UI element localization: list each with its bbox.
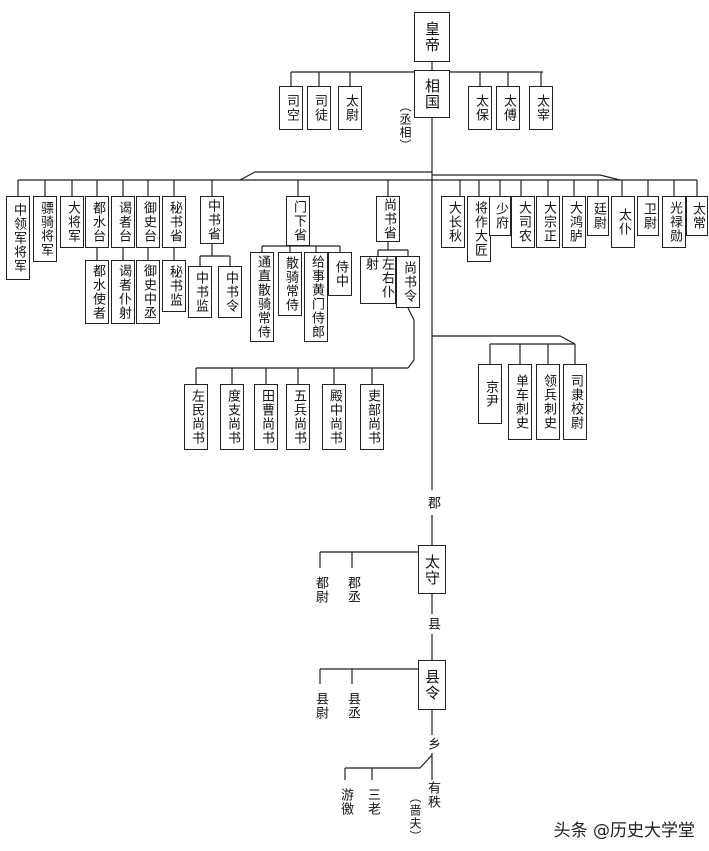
node-huangdi: 皇帝 — [414, 12, 450, 62]
node-dianzhong: 殿中尚书 — [322, 384, 346, 450]
node-taichang: 太常 — [686, 196, 708, 236]
watermark: 头条 @历史大学堂 — [553, 821, 695, 841]
node-dachangqiu: 大长秋 — [441, 196, 465, 248]
node-zhongshuling: 中书令 — [218, 266, 242, 318]
node-tiancao: 田曹尚书 — [254, 384, 278, 450]
node-xianwei: 县尉 — [310, 684, 330, 728]
node-taibao: 太保 — [468, 86, 492, 130]
node-yezhetai: 谒者台 — [111, 196, 135, 248]
node-tingwei: 廷尉 — [587, 196, 609, 236]
node-zuomin: 左民尚书 — [184, 384, 208, 450]
node-sanqi: 散骑常侍 — [278, 252, 302, 316]
node-dahonglu: 大鸿胪 — [562, 196, 586, 248]
node-zhongshusheng: 中书省 — [200, 196, 224, 244]
node-weiwei: 卫尉 — [637, 196, 659, 236]
node-yushizhongcheng: 御史中丞 — [136, 260, 160, 324]
node-piaoqi: 骠骑将军 — [33, 196, 57, 262]
node-sili: 司隶校尉 — [563, 364, 587, 440]
node-wubing: 五兵尚书 — [286, 384, 310, 450]
node-dazongzheng: 大宗正 — [536, 196, 560, 248]
node-sefu: （啬夫） — [406, 790, 424, 844]
node-shangshusheng: 尚书省 — [376, 196, 400, 242]
node-zhongshujian: 中书监 — [188, 266, 212, 318]
node-zhonglingjun: 中领军将军 — [6, 196, 30, 280]
node-menxiasheng: 门下省 — [286, 196, 310, 246]
node-jiangzuo: 将作大匠 — [467, 196, 491, 262]
node-juncheng: 郡丞 — [342, 568, 362, 612]
node-shizhong: 侍中 — [328, 252, 352, 296]
node-guanglu: 光禄勋 — [662, 196, 686, 248]
node-mishujian: 秘书监 — [162, 260, 186, 312]
node-taishou: 太守 — [418, 545, 446, 594]
node-youjiao: 游徼 — [335, 780, 355, 824]
node-taizai: 太宰 — [529, 86, 553, 130]
node-taipu: 太仆 — [611, 196, 635, 248]
node-taifu: 太傅 — [496, 86, 520, 130]
node-jun: 郡 — [422, 492, 442, 514]
node-shaofu: 少府 — [489, 196, 511, 236]
node-chengxiang: （丞相） — [396, 98, 414, 154]
node-xianling: 县令 — [418, 660, 446, 710]
node-dushuitai: 都水台 — [85, 196, 109, 248]
node-shangshuling: 尚书令 — [396, 256, 420, 308]
node-libu: 吏部尚书 — [360, 384, 384, 450]
node-dajiangjun: 大将军 — [60, 196, 84, 248]
node-lingbing: 领兵刺史 — [536, 364, 560, 440]
node-jingyin: 京尹 — [478, 364, 502, 424]
node-xiangguo: 相国 — [414, 70, 450, 118]
node-duwei: 都尉 — [310, 568, 330, 612]
node-yezhepushe: 谒者仆射 — [111, 260, 135, 324]
node-sanlao: 三老 — [362, 780, 382, 824]
node-xian: 县 — [422, 614, 442, 634]
node-situ: 司徒 — [307, 86, 331, 130]
node-xiancheng: 县丞 — [342, 684, 362, 728]
node-danong: 大司农 — [511, 196, 535, 248]
node-jishi: 给事黄门侍郎 — [304, 252, 328, 342]
node-dushuishizhe: 都水使者 — [85, 260, 109, 324]
node-yushitai: 御史台 — [136, 196, 160, 248]
node-duzhi: 度支尚书 — [220, 384, 244, 450]
node-tongzhi: 通直散骑常侍 — [250, 252, 274, 342]
node-danche: 单车刺史 — [508, 364, 532, 440]
node-sikong: 司空 — [279, 86, 303, 130]
node-mishusheng: 秘书省 — [162, 196, 186, 248]
node-youzhi: 有秩 — [422, 780, 442, 810]
node-taiwei: 太尉 — [338, 86, 362, 130]
node-xiang: 乡 — [422, 735, 442, 753]
node-zuoyou: 左右仆射 — [360, 256, 396, 304]
